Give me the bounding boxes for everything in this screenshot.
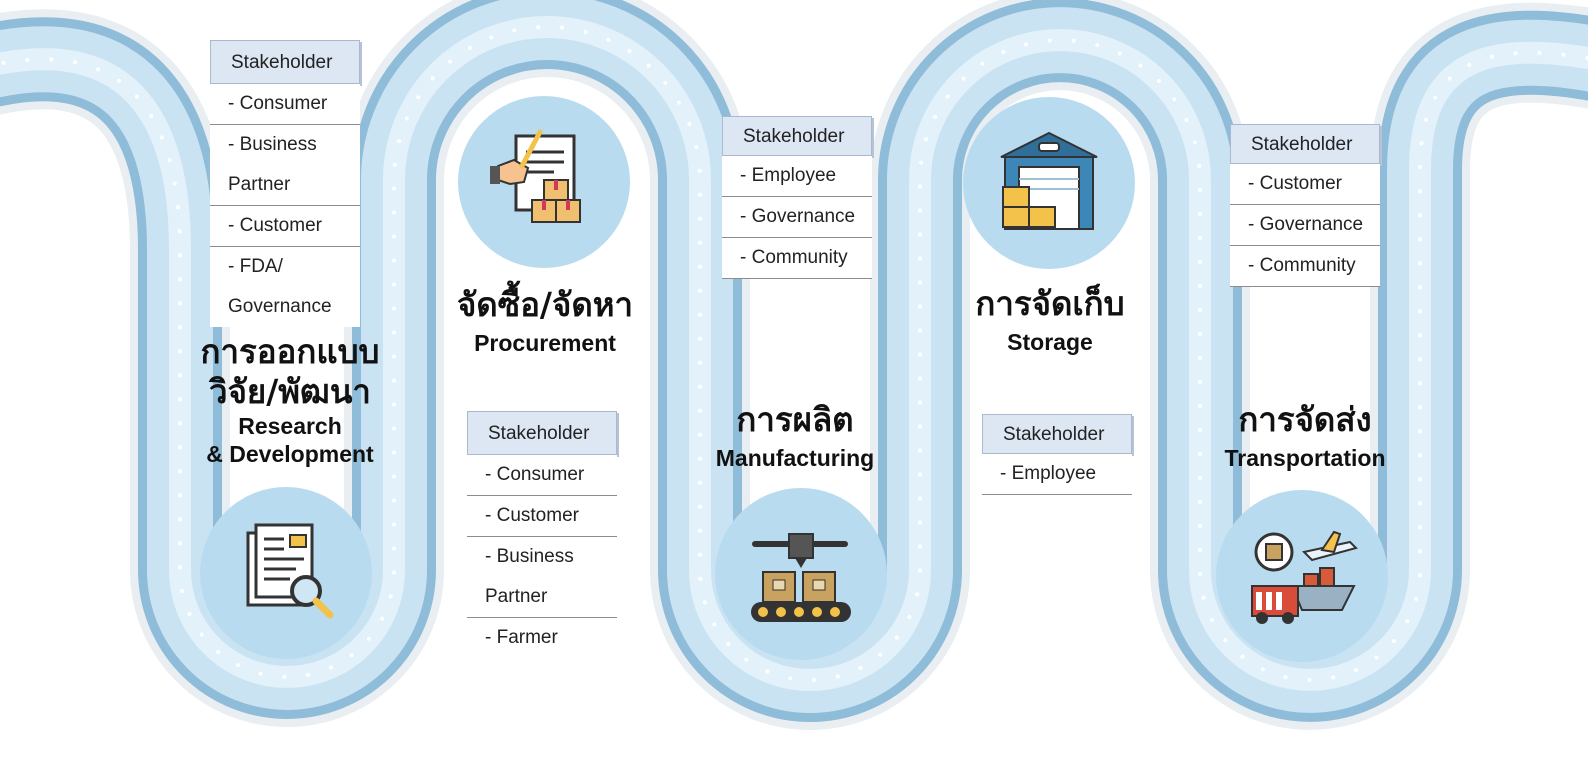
- title-thai: การออกแบบ: [200, 332, 380, 371]
- title-english: Research: [238, 413, 342, 439]
- stage-title-research: การออกแบบ วิจัย/พัฒนา Research & Develop…: [190, 332, 390, 468]
- stakeholder-item: - Customer: [210, 206, 360, 247]
- stakeholder-header: Stakeholder: [467, 411, 617, 455]
- stakeholder-item: - Business Partner: [467, 537, 617, 618]
- research-icon-circle: [200, 487, 372, 659]
- title-thai: การจัดส่ง: [1238, 400, 1372, 439]
- warehouse-icon: [1000, 131, 1098, 230]
- stage-title-procurement: จัดซื้อ/จัดหา Procurement: [440, 285, 650, 357]
- title-thai: จัดซื้อ/จัดหา: [456, 285, 634, 324]
- stakeholder-item: - Business Partner: [210, 125, 360, 206]
- stakeholder-item: - Governance: [722, 197, 872, 238]
- title-english: Storage: [1007, 329, 1093, 355]
- transportation-icon-circle: [1216, 490, 1388, 662]
- title-english: & Development: [206, 441, 374, 467]
- stakeholder-header: Stakeholder: [722, 116, 872, 156]
- title-thai: การจัดเก็บ: [975, 284, 1125, 323]
- stage-title-transportation: การจัดส่ง Transportation: [1205, 400, 1405, 472]
- stakeholder-item: - FDA/ Governance: [210, 247, 360, 327]
- stakeholder-item: - Employee: [722, 156, 872, 197]
- storage-icon-circle: [963, 97, 1135, 269]
- stage-title-manufacturing: การผลิต Manufacturing: [700, 400, 890, 472]
- title-english: Procurement: [474, 330, 616, 356]
- document-search-icon: [246, 523, 334, 619]
- stakeholder-item: - Employee: [982, 454, 1132, 495]
- title-thai: การผลิต: [736, 400, 854, 439]
- stakeholder-box-research: Stakeholder - Consumer - Business Partne…: [210, 40, 360, 327]
- stakeholder-box-transportation: Stakeholder - Customer - Governance - Co…: [1230, 124, 1380, 287]
- stakeholder-box-storage: Stakeholder - Employee: [982, 414, 1132, 495]
- title-english: Manufacturing: [715, 445, 875, 471]
- stakeholder-header: Stakeholder: [1230, 124, 1380, 164]
- stakeholder-item: - Community: [1230, 246, 1380, 287]
- stakeholder-header: Stakeholder: [210, 40, 360, 84]
- stakeholder-box-procurement: Stakeholder - Consumer - Customer - Busi…: [467, 411, 617, 658]
- title-thai: วิจัย/พัฒนา: [209, 372, 371, 411]
- stakeholder-header: Stakeholder: [982, 414, 1132, 454]
- stakeholder-item: - Consumer: [467, 455, 617, 496]
- title-english: Transportation: [1224, 445, 1386, 471]
- manufacturing-icon-circle: [715, 488, 887, 660]
- stakeholder-item: - Community: [722, 238, 872, 279]
- stakeholder-item: - Customer: [467, 496, 617, 537]
- procurement-icon-circle: [458, 96, 630, 268]
- stage-title-storage: การจัดเก็บ Storage: [960, 284, 1140, 356]
- procurement-clipboard-icon: [490, 129, 581, 223]
- stakeholder-box-manufacturing: Stakeholder - Employee - Governance - Co…: [722, 116, 872, 279]
- stakeholder-item: - Consumer: [210, 84, 360, 125]
- conveyor-machine-icon: [751, 533, 851, 622]
- stakeholder-item: - Governance: [1230, 205, 1380, 246]
- stakeholder-item: - Farmer: [467, 618, 617, 658]
- stakeholder-item: - Customer: [1230, 164, 1380, 205]
- logistics-icon: [1251, 530, 1358, 624]
